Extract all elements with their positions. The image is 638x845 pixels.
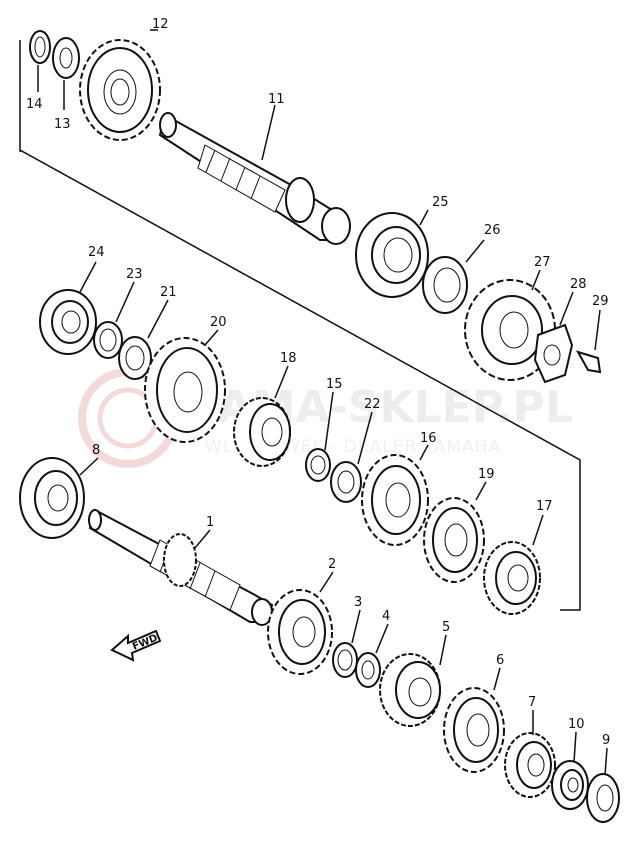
part-labels: 14 13 12 11 25 26 27 28 29 24 23 21 20 1… [26,17,610,748]
label-13: 13 [54,117,71,132]
label-16: 16 [420,431,437,446]
part-5-gear [379,634,447,727]
part-21-washer [118,299,169,380]
label-15: 15 [326,377,343,392]
label-26: 26 [484,223,501,238]
label-4: 4 [382,609,390,624]
label-5: 5 [442,620,450,635]
label-24: 24 [88,245,105,260]
label-25: 25 [432,195,449,210]
label-14: 14 [26,97,43,112]
part-9-oil-seal [586,747,620,823]
part-1-main-axle [88,508,274,626]
label-29: 29 [592,294,609,309]
part-10-bearing [551,731,589,810]
label-21: 21 [160,285,177,300]
part-29-bolt [575,309,602,374]
part-15-circlip [305,391,334,482]
part-25-bearing [355,209,429,298]
part-3-circlip [332,609,361,678]
part-8-bearing [19,457,99,539]
label-3: 3 [354,595,362,610]
fwd-arrow: FWD [110,629,162,662]
part-19-gear [423,481,487,583]
part-14-circlip [29,30,51,92]
label-18: 18 [280,351,297,366]
label-7: 7 [528,695,536,710]
part-12-gear [79,29,161,141]
part-4-washer [355,623,389,688]
label-27: 27 [534,255,551,270]
label-22: 22 [364,397,381,412]
part-17-gear [483,514,544,615]
label-23: 23 [126,267,143,282]
assembly-bracket-lines [19,40,581,611]
label-28: 28 [570,277,587,292]
part-23-circlip [93,281,135,359]
label-1: 1 [206,515,214,530]
part-6-gear [443,667,505,773]
part-22-washer [330,411,373,503]
label-12: 12 [152,17,169,32]
label-6: 6 [496,653,504,668]
part-28-lock-washer [533,291,574,384]
part-18-gear [233,365,291,467]
part-7-gear [504,710,556,798]
label-2: 2 [328,557,336,572]
part-24-bearing [39,261,97,355]
label-17: 17 [536,499,553,514]
label-20: 20 [210,315,227,330]
label-11: 11 [268,92,285,107]
part-2-gear [267,571,334,675]
part-13-washer [52,37,80,110]
label-8: 8 [92,443,100,458]
part-16-gear [361,444,429,546]
label-9: 9 [602,733,610,748]
label-19: 19 [478,467,495,482]
part-26-oil-seal [422,239,485,314]
label-10: 10 [568,717,585,732]
part-20-gear [144,329,226,443]
part-11-drive-axle [158,104,352,245]
